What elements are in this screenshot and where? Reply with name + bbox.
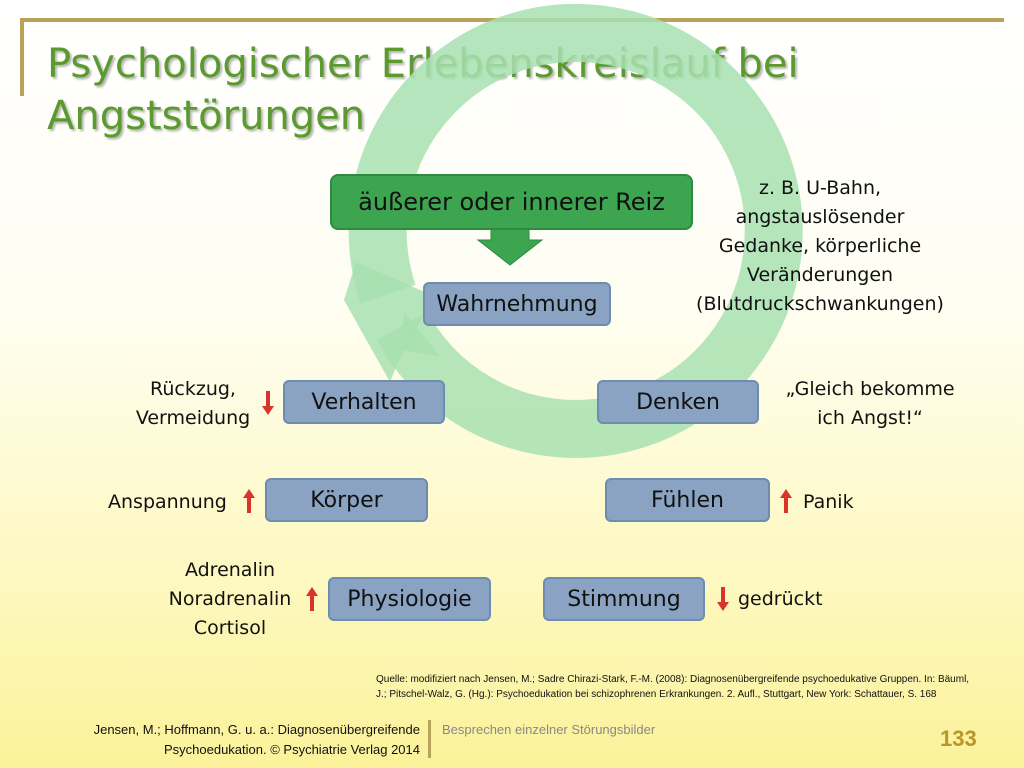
source-line: Quelle: modifiziert nach Jensen, M.; Sad…: [376, 674, 970, 685]
source-citation: Quelle: modifiziert nach Jensen, M.; Sad…: [376, 672, 1016, 702]
box-physiologie: Physiologie: [328, 577, 491, 621]
footer-section: Besprechen einzelner Störungsbilder: [442, 722, 656, 737]
arrow-down-icon: [262, 391, 274, 415]
box-fuehlen: Fühlen: [605, 478, 770, 522]
cycle-ring: [344, 3, 803, 458]
arrow-shape: [262, 391, 274, 415]
trigger-note: z. B. U-Bahn, angstauslösender Gedanke, …: [690, 174, 950, 319]
title-line-2: Angststörungen: [47, 93, 366, 139]
cycle-ring-arc: [348, 3, 803, 458]
note-verhalten: Rückzug, Vermeidung: [128, 375, 258, 433]
note-stimmung: gedrückt: [738, 588, 823, 610]
arrow-up-icon: [243, 489, 255, 513]
note-verhalten-line: Vermeidung: [135, 407, 251, 429]
note-denken-line: „Gleich bekomme: [785, 378, 955, 400]
footer-citation: Jensen, M.; Hoffmann, G. u. a.: Diagnose…: [40, 720, 420, 760]
footer-citation-line: Jensen, M.; Hoffmann, G. u. a.: Diagnose…: [93, 722, 420, 737]
note-physiologie-line: Adrenalin: [184, 559, 276, 581]
trigger-note-line: (Blutdruckschwankungen): [696, 293, 944, 315]
arrow-down-icon: [717, 587, 729, 611]
cycle-ring-arrowhead-body: [344, 262, 434, 382]
footer-citation-line: Psychoedukation. © Psychiatrie Verlag 20…: [163, 742, 420, 757]
box-verhalten: Verhalten: [283, 380, 445, 424]
trigger-note-line: Gedanke, körperliche: [718, 235, 922, 257]
arrow-up-icon: [306, 587, 318, 611]
arrow-up-icon: [780, 489, 792, 513]
box-wahrnehmung: Wahrnehmung: [423, 282, 611, 326]
box-koerper: Körper: [265, 478, 428, 522]
arrow-shape: [243, 489, 255, 513]
footer-separator: [428, 720, 431, 758]
note-denken: „Gleich bekomme ich Angst!“: [770, 375, 970, 433]
note-physiologie-line: Cortisol: [193, 617, 267, 639]
box-denken: Denken: [597, 380, 759, 424]
note-physiologie-line: Noradrenalin: [168, 588, 292, 610]
page-number: 133: [940, 726, 977, 751]
note-denken-line: ich Angst!“: [817, 407, 923, 429]
trigger-note-line: Veränderungen: [746, 264, 894, 286]
trigger-down-arrow: [476, 228, 544, 266]
box-stimmung: Stimmung: [543, 577, 705, 621]
source-line: J.; Pitschel-Walz, G. (Hg.): Psychoeduka…: [376, 689, 937, 700]
note-physiologie: Adrenalin Noradrenalin Cortisol: [160, 556, 300, 643]
trigger-note-line: z. B. U-Bahn,: [758, 177, 882, 199]
trigger-note-line: angstauslösender: [735, 206, 905, 228]
arrow-shape: [780, 489, 792, 513]
note-fuehlen: Panik: [803, 491, 854, 513]
arrow-shape: [717, 587, 729, 611]
arrow-shape: [306, 587, 318, 611]
trigger-box: äußerer oder innerer Reiz: [330, 174, 693, 230]
note-koerper: Anspannung: [108, 491, 227, 513]
frame-left-line: [20, 18, 24, 96]
note-verhalten-line: Rückzug,: [150, 378, 236, 400]
